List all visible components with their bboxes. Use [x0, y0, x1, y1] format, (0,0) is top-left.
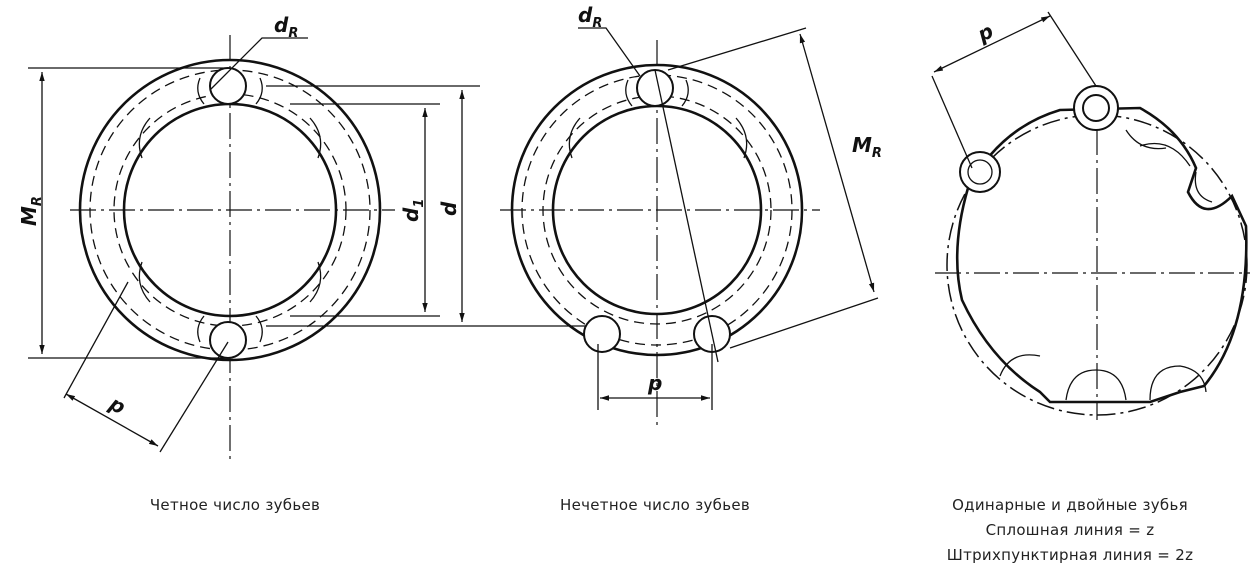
odd-teeth-diagram: dR MR p [500, 3, 882, 430]
even-d-label: d [437, 201, 461, 216]
even-dR-label: dR [274, 13, 298, 41]
even-teeth-diagram: dR MR d1 d p [17, 13, 600, 460]
odd-MR-label: MR [852, 133, 882, 161]
caption-single-double-line-3: Штрихпунктирная линия = 2z [946, 546, 1194, 564]
caption-odd-teeth: Нечетное число зубьев [559, 496, 751, 514]
single-double-teeth-diagram: p [931, 11, 1250, 420]
odd-p-label: p [647, 371, 662, 395]
even-MR-label: MR [17, 196, 45, 226]
even-p-label: p [105, 391, 130, 419]
even-d1-label: d1 [399, 199, 427, 222]
odd-dR-label: dR [578, 3, 602, 31]
caption-single-double-line-1: Одинарные и двойные зубья [952, 496, 1188, 514]
caption-single-double-line-2: Сплошная линия = z [985, 521, 1155, 539]
caption-even-teeth: Четное число зубьев [149, 496, 321, 514]
technical-drawing: dR MR d1 d p dR MR p [17, 3, 1250, 460]
